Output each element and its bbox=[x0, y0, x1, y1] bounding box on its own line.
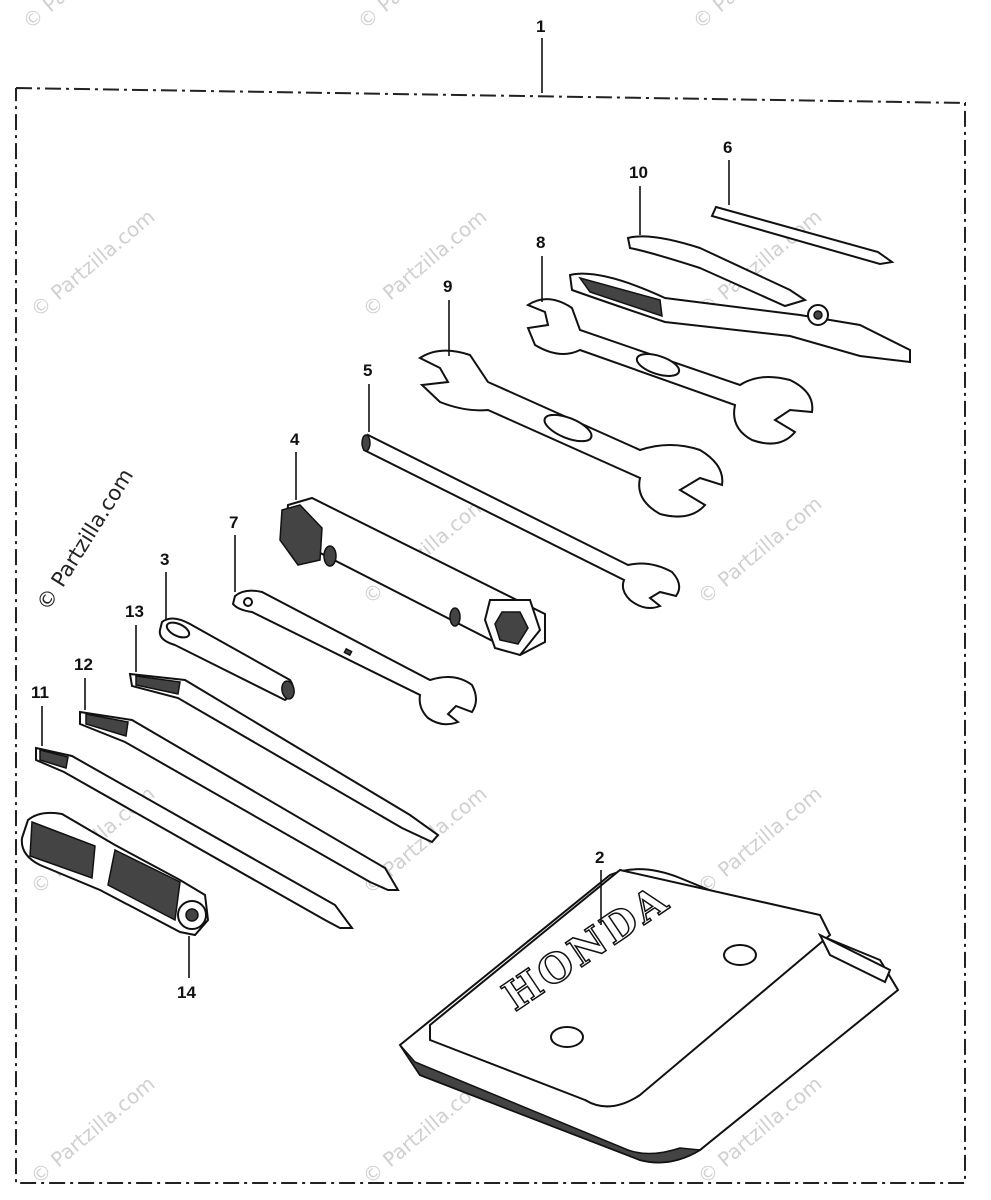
svg-text:5: 5 bbox=[363, 361, 372, 380]
svg-text:9: 9 bbox=[443, 277, 452, 296]
svg-text:10: 10 bbox=[629, 163, 648, 182]
part-8-wrench[interactable]: 8 bbox=[525, 233, 814, 445]
svg-text:14: 14 bbox=[177, 983, 196, 1002]
svg-text:3: 3 bbox=[160, 550, 169, 569]
svg-text:4: 4 bbox=[290, 430, 300, 449]
part-7-flat-wrench[interactable]: 7 bbox=[229, 513, 477, 726]
watermark-dark: © Partzilla.com bbox=[32, 464, 138, 614]
part-6-pin[interactable]: 6 bbox=[710, 138, 895, 266]
svg-text:7: 7 bbox=[229, 513, 238, 532]
watermark: © Partzilla.com bbox=[26, 204, 160, 322]
svg-text:11: 11 bbox=[31, 683, 49, 702]
part-4-box-spanner[interactable]: 4 bbox=[279, 430, 546, 657]
svg-text:13: 13 bbox=[125, 602, 144, 621]
svg-text:8: 8 bbox=[536, 233, 545, 252]
watermark: © Partzilla.com bbox=[688, 0, 822, 34]
part-13-screwdriver[interactable]: 13 bbox=[125, 602, 440, 844]
svg-text:12: 12 bbox=[74, 655, 93, 674]
svg-text:2: 2 bbox=[595, 848, 604, 867]
part-11-screwdriver[interactable]: 11 bbox=[31, 683, 354, 929]
svg-text:1: 1 bbox=[536, 17, 545, 36]
kit-boundary bbox=[15, 87, 966, 1184]
part-10-pliers[interactable]: 10 bbox=[568, 163, 911, 364]
part-2-tool-pouch[interactable]: HONDA 2 bbox=[398, 848, 900, 1164]
part-9-wrench[interactable]: 9 bbox=[417, 277, 724, 518]
part-12-screwdriver[interactable]: 12 bbox=[74, 655, 400, 891]
watermark: © Partzilla.com bbox=[353, 0, 487, 34]
part-3-handle[interactable]: 3 bbox=[158, 550, 296, 702]
callout-1[interactable]: 1 bbox=[536, 17, 545, 93]
watermark: © Partzilla.com bbox=[693, 781, 827, 899]
svg-text:6: 6 bbox=[723, 138, 732, 157]
watermark: © Partzilla.com bbox=[693, 491, 827, 609]
watermark: © Partzilla.com bbox=[26, 1071, 160, 1189]
part-14-driver-handle[interactable]: 14 bbox=[20, 811, 210, 1002]
watermark: © Partzilla.com bbox=[18, 0, 152, 34]
watermark: © Partzilla.com bbox=[358, 204, 492, 322]
part-5-bar[interactable]: 5 bbox=[361, 361, 681, 609]
